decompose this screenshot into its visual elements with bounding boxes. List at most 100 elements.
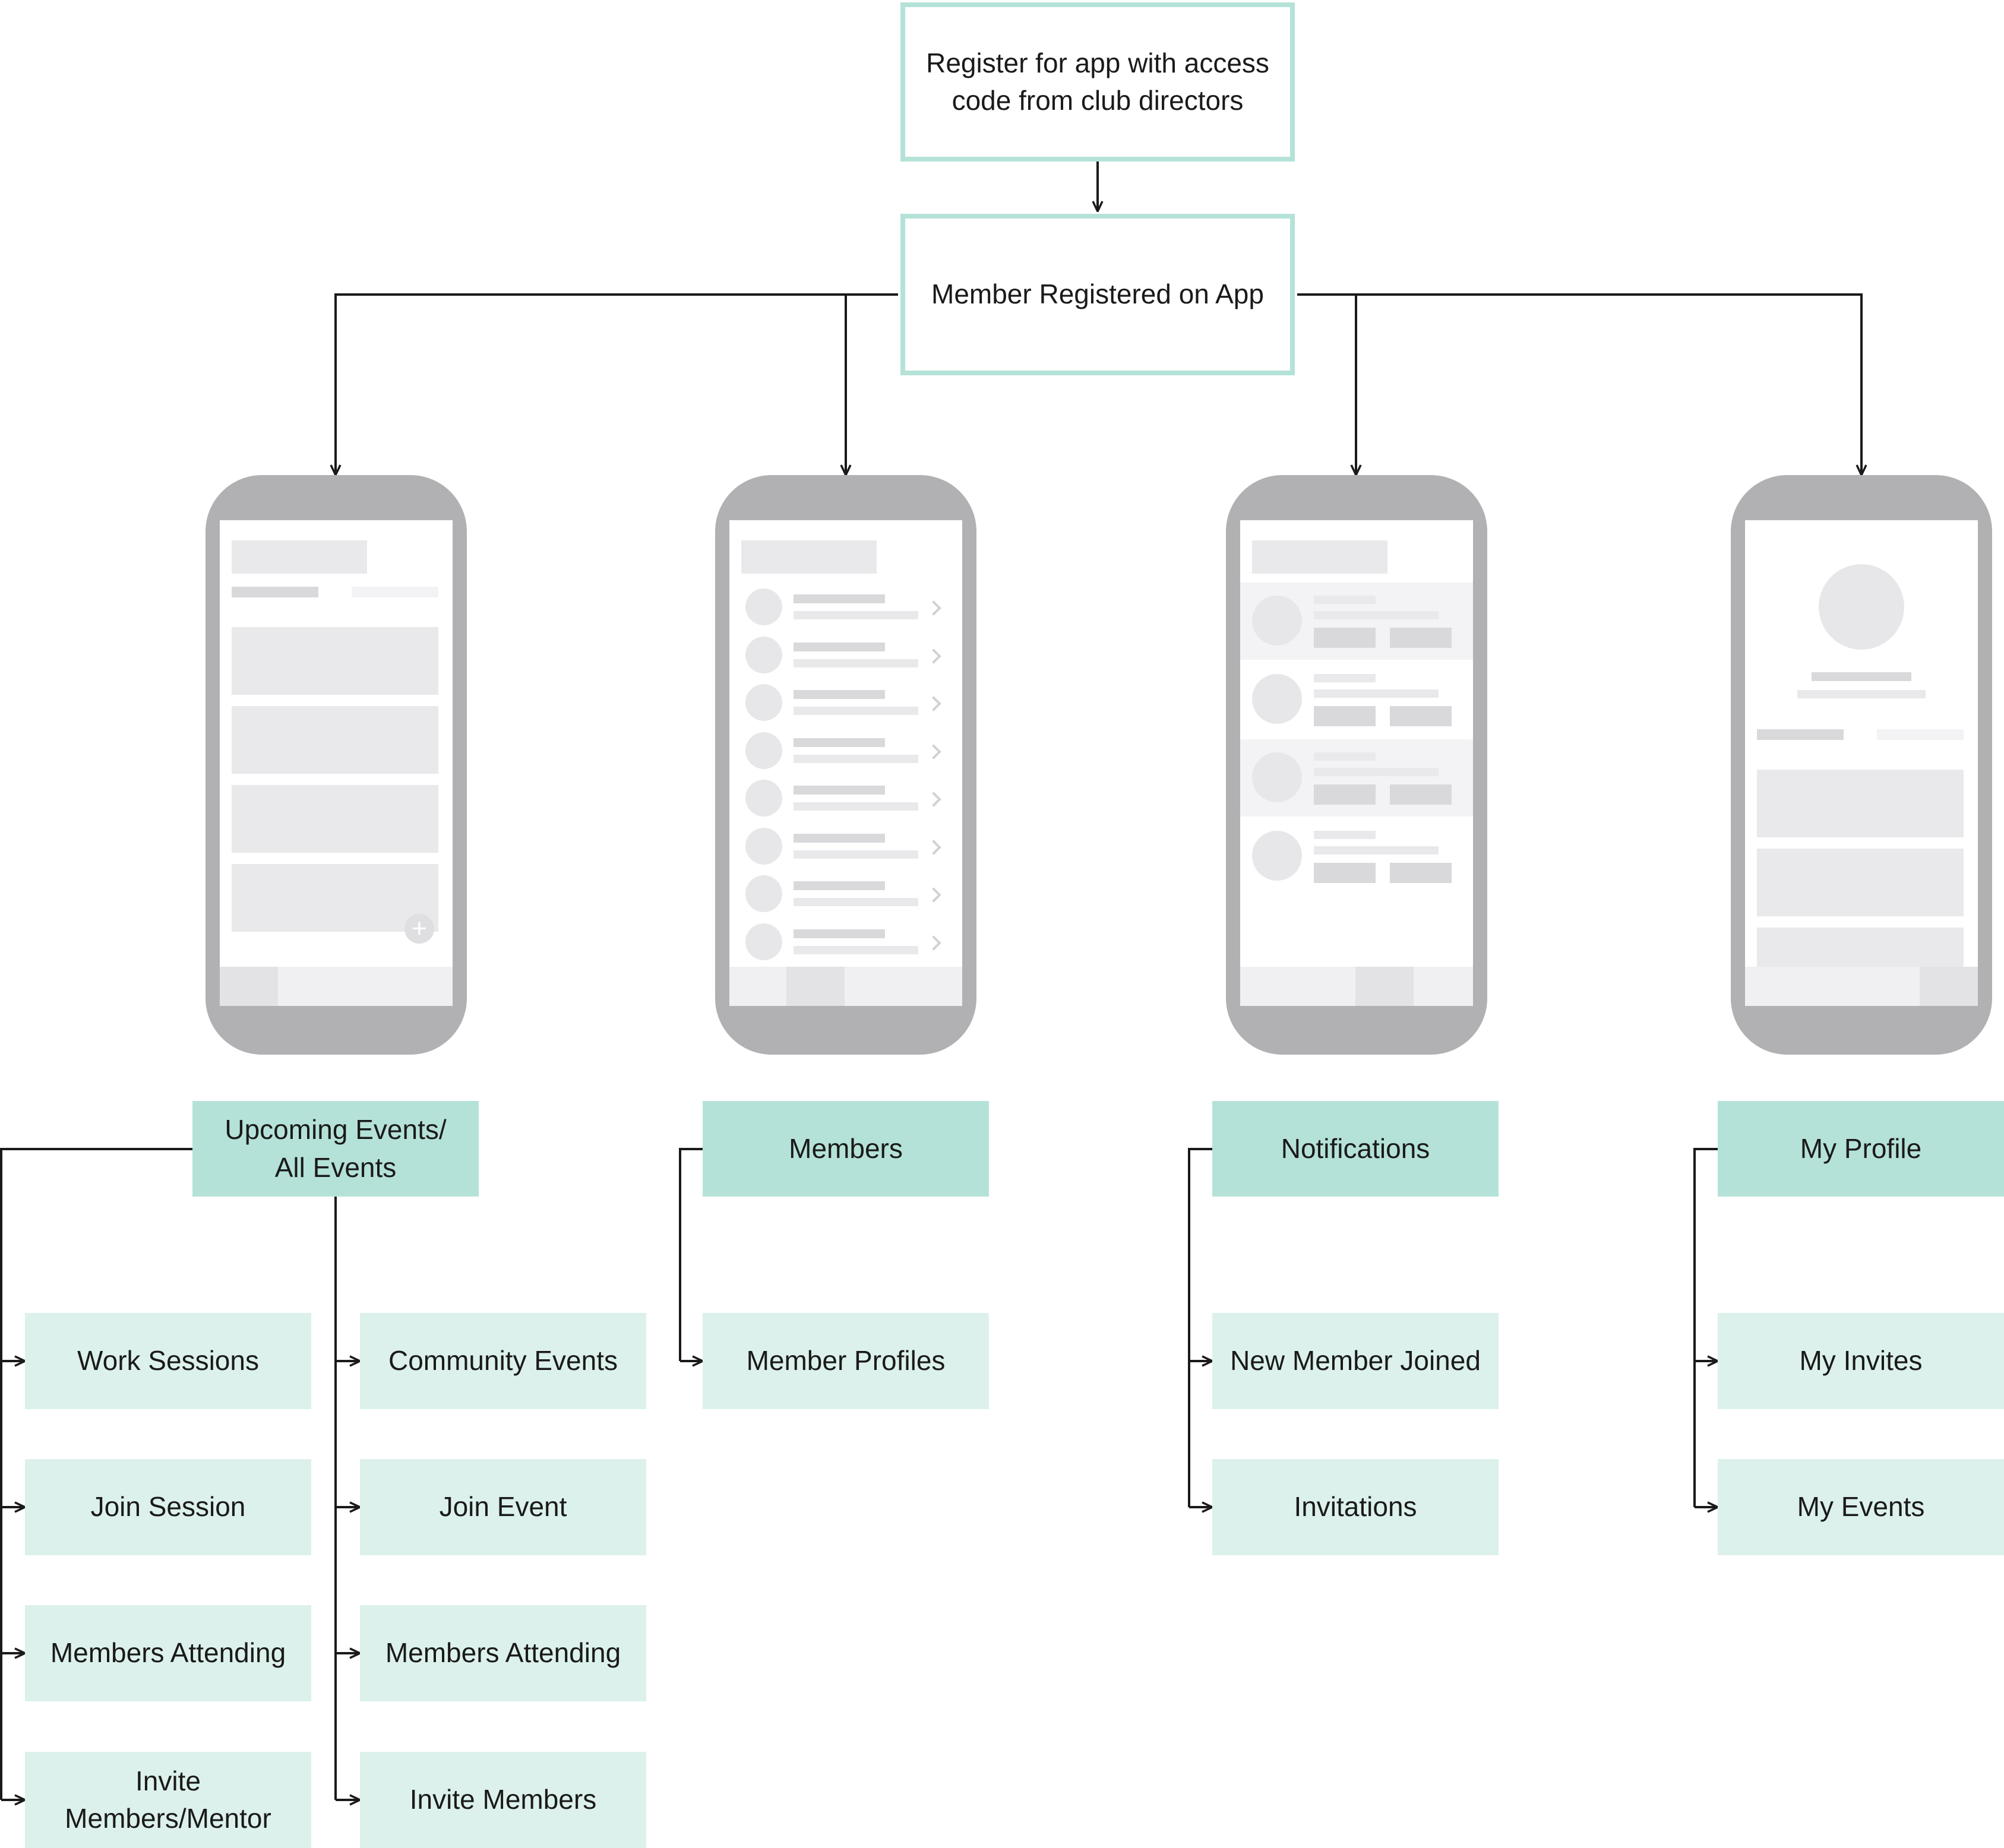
profile-header: My Profile — [1718, 1101, 2004, 1197]
notification-action-placeholder — [1314, 628, 1376, 648]
tab-bar-placeholder — [220, 967, 453, 1006]
member-name-placeholder — [794, 690, 885, 699]
chevron-right-icon — [926, 887, 941, 903]
screen-title-placeholder — [232, 540, 367, 574]
members-trunk — [679, 1148, 703, 1361]
community-events-node: Community Events — [360, 1313, 646, 1409]
notification-action-placeholder — [1314, 706, 1376, 726]
node-label: Community Events — [388, 1345, 618, 1376]
notification-action-placeholder — [1390, 784, 1452, 805]
tab-placeholder — [1757, 729, 1844, 740]
chevron-right-icon — [926, 839, 941, 855]
notification-avatar-placeholder — [1252, 831, 1302, 881]
profile-screen-display — [1745, 520, 1978, 1006]
profile-card-placeholder — [1757, 770, 1964, 837]
events-header: Upcoming Events/ All Events — [192, 1101, 479, 1197]
members-attending-node: Members Attending — [25, 1605, 311, 1701]
chevron-right-icon — [926, 743, 941, 760]
notification-avatar-placeholder — [1252, 596, 1302, 645]
notification-title-placeholder — [1314, 674, 1376, 682]
chevron-right-icon — [926, 935, 941, 951]
notification-title-placeholder — [1314, 831, 1376, 839]
notification-text-placeholder — [1314, 768, 1439, 776]
member-avatar-placeholder — [745, 827, 782, 865]
node-label: Member Profiles — [746, 1345, 946, 1376]
join-session-node: Join Session — [25, 1459, 311, 1555]
member-detail-placeholder — [794, 611, 918, 619]
node-label: Invite Members — [409, 1784, 597, 1815]
member-detail-placeholder — [794, 802, 918, 811]
notification-action-placeholder — [1390, 863, 1452, 883]
invite-members-node: Invite Members — [360, 1752, 646, 1848]
notification-title-placeholder — [1314, 596, 1376, 604]
start-node: Register for app with access code from c… — [900, 2, 1295, 162]
notification-text-placeholder — [1314, 611, 1439, 619]
event-card-placeholder — [232, 627, 438, 695]
my-events-node: My Events — [1718, 1459, 2004, 1555]
events-header-label: Upcoming Events/ All Events — [225, 1114, 447, 1183]
chevron-right-icon — [926, 792, 941, 807]
member-name-placeholder — [794, 786, 885, 795]
tab-bar-active-placeholder — [786, 967, 845, 1006]
profile-header-label: My Profile — [1800, 1132, 1922, 1164]
profile-subtitle-placeholder — [1797, 690, 1926, 698]
member-detail-placeholder — [794, 707, 918, 715]
event-card-placeholder — [232, 785, 438, 853]
node-label: My Events — [1797, 1491, 1925, 1523]
node-label: Join Event — [439, 1491, 567, 1523]
members-screen-phone — [715, 475, 976, 1055]
events-screen-phone: + — [206, 475, 467, 1055]
tab-placeholder — [1877, 729, 1964, 740]
join-event-node: Join Event — [360, 1459, 646, 1555]
tab-bar-placeholder — [1240, 967, 1473, 1006]
notifications-screen-phone — [1226, 475, 1487, 1055]
notifications-screen-display — [1240, 520, 1473, 1006]
tab-bar-active-placeholder — [220, 967, 278, 1006]
start-node-label: Register for app with access code from c… — [926, 47, 1269, 116]
member-avatar-placeholder — [745, 923, 782, 960]
notification-action-placeholder — [1314, 863, 1376, 883]
member-profiles-node: Member Profiles — [703, 1313, 989, 1409]
notification-action-placeholder — [1314, 784, 1376, 805]
tab-bar-active-placeholder — [1355, 967, 1414, 1006]
avatar-placeholder — [1819, 564, 1904, 650]
node-label: Join Session — [90, 1491, 246, 1523]
member-name-placeholder — [794, 594, 885, 603]
members-attending-node: Members Attending — [360, 1605, 646, 1701]
members-header: Members — [703, 1101, 989, 1197]
chevron-right-icon — [926, 648, 941, 664]
notifications-trunk — [1188, 1148, 1212, 1507]
profile-card-placeholder — [1757, 849, 1964, 916]
tab-bar-active-placeholder — [1920, 967, 1978, 1006]
notification-text-placeholder — [1314, 846, 1439, 855]
profile-trunk — [1693, 1148, 1718, 1507]
node-label: New Member Joined — [1230, 1345, 1481, 1376]
tab-bar-placeholder — [1745, 967, 1978, 1006]
profile-name-placeholder — [1812, 672, 1911, 681]
node-label: Members Attending — [385, 1637, 621, 1669]
member-name-placeholder — [794, 881, 885, 890]
member-detail-placeholder — [794, 945, 918, 954]
tab-bar-placeholder — [729, 967, 962, 1006]
invitations-node: Invitations — [1212, 1459, 1499, 1555]
member-name-placeholder — [794, 833, 885, 843]
notification-action-placeholder — [1390, 628, 1452, 648]
node-label: Invite Members/Mentor — [65, 1765, 271, 1834]
add-icon: + — [404, 914, 434, 944]
node-label: My Invites — [1799, 1345, 1923, 1376]
member-name-placeholder — [794, 738, 885, 747]
member-name-placeholder — [794, 642, 885, 651]
node-label: Members Attending — [50, 1637, 286, 1669]
member-avatar-placeholder — [745, 588, 782, 625]
events-left-trunk — [0, 1148, 192, 1800]
member-detail-placeholder — [794, 850, 918, 859]
my-invites-node: My Invites — [1718, 1313, 2004, 1409]
member-avatar-placeholder — [745, 732, 782, 769]
arrow-registered-to-events-screen — [336, 293, 898, 475]
screen-title-placeholder — [741, 540, 877, 574]
notification-avatar-placeholder — [1252, 674, 1302, 724]
notifications-header-label: Notifications — [1281, 1132, 1430, 1164]
node-label: Work Sessions — [77, 1345, 259, 1376]
members-header-label: Members — [789, 1132, 903, 1164]
